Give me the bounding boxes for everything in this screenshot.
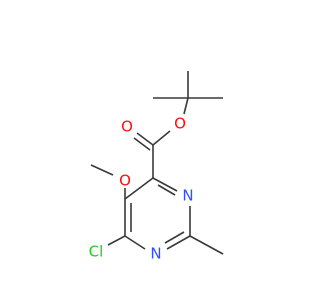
molecule-structure: O O O N N Cl bbox=[89, 71, 224, 263]
bond-n1-c6 bbox=[124, 235, 146, 250]
bond-c2-methyl bbox=[189, 235, 224, 255]
atom-n1: N bbox=[150, 245, 161, 263]
bond-c4-n3-inner bbox=[157, 184, 176, 196]
bond-c5-c4 bbox=[124, 177, 154, 200]
bond-oester-to-carbonylC bbox=[152, 130, 171, 146]
bond-c4-n3 bbox=[152, 177, 178, 192]
bond-c6-cl bbox=[107, 235, 126, 246]
atom-o-methoxy: O bbox=[119, 172, 131, 190]
bond-omethoxy-methyl bbox=[90, 164, 114, 176]
bond-layer bbox=[90, 71, 224, 255]
bond-carbonyl-double-2 bbox=[133, 137, 151, 151]
bond-carbonyl-double-1 bbox=[136, 132, 154, 146]
bond-c2-n1-inner bbox=[164, 231, 185, 244]
atom-o-ester: O bbox=[174, 115, 186, 133]
bond-tbu-to-oester bbox=[183, 97, 189, 115]
atom-n3: N bbox=[182, 187, 193, 205]
bond-c2-n1 bbox=[166, 235, 191, 250]
atom-cl: Cl bbox=[89, 243, 104, 261]
atom-o-carbonyl: O bbox=[121, 118, 133, 136]
atom-labels: O O O N N Cl bbox=[89, 115, 194, 263]
